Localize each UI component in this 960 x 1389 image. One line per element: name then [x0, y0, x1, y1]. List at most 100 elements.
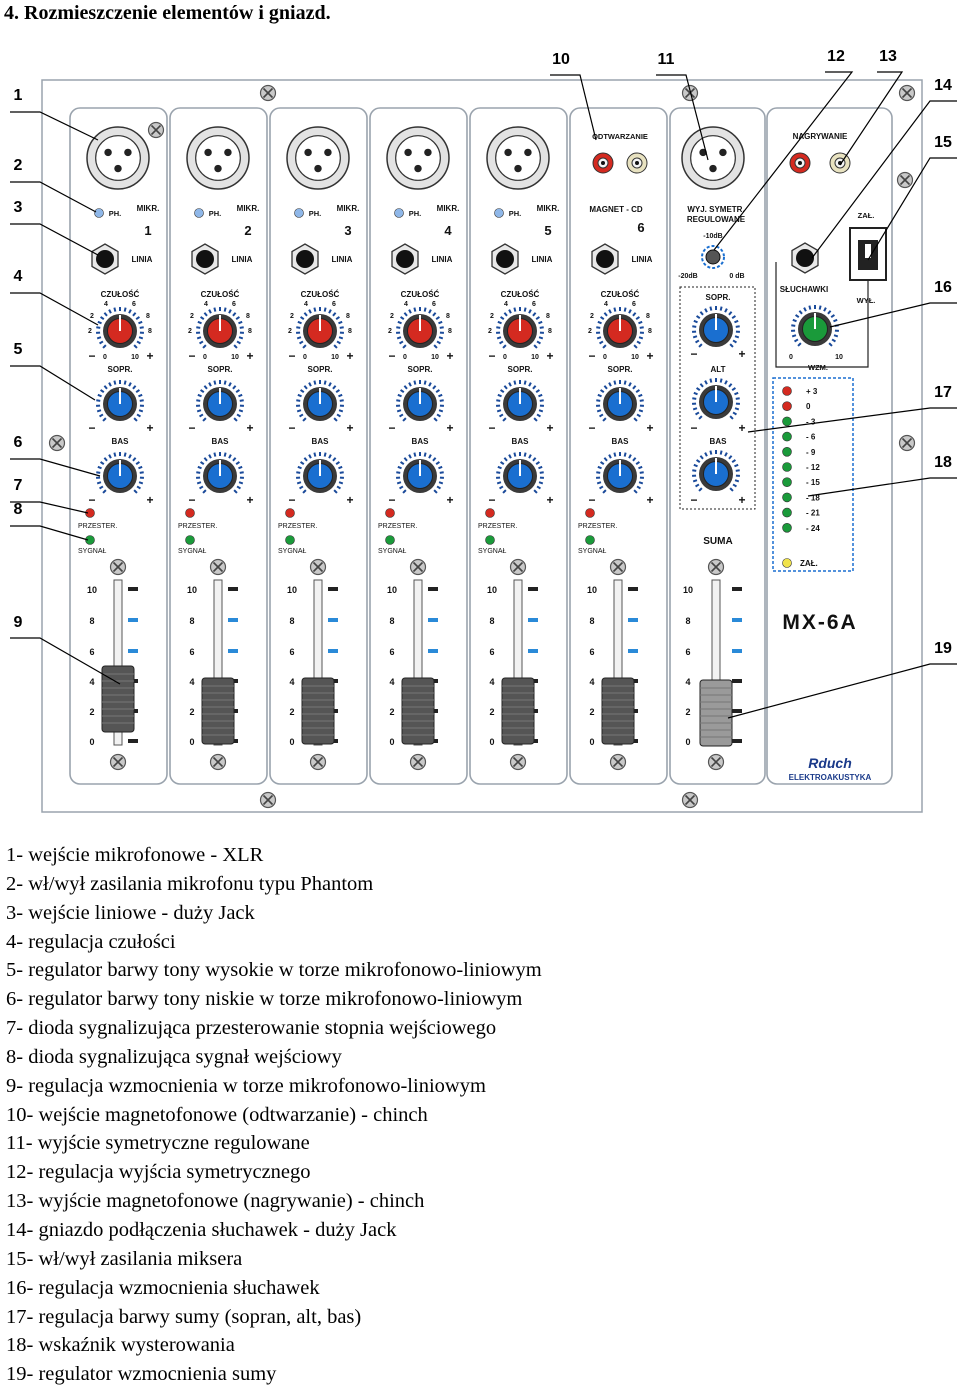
legend-item: 16- regulacja wzmocnienia słuchawek	[6, 1274, 542, 1303]
bass-label: BAS	[710, 437, 728, 446]
knob-tick	[398, 322, 402, 324]
treble-label: SOPR.	[706, 293, 731, 302]
legend-item: 8- dioda sygnalizująca sygnał wejściowy	[6, 1043, 542, 1072]
legend-item: 18- wskaźnik wysterowania	[6, 1331, 542, 1360]
legend-item: 7- dioda sygnalizująca przesterowanie st…	[6, 1014, 542, 1043]
scale-tick: 10	[531, 354, 539, 361]
signal-label: SYGNAŁ	[578, 548, 607, 555]
knob-tick	[96, 472, 100, 473]
knob-tick	[140, 327, 144, 328]
legend-item: 5- regulator barwy tony wysokie w torze …	[6, 956, 542, 985]
scale-tick: 8	[248, 328, 252, 335]
rca-pin	[798, 161, 802, 165]
minus-sign: −	[188, 421, 195, 435]
scale-tick: 6	[332, 301, 336, 308]
knob-tick	[639, 337, 643, 338]
db-label: -20dB	[678, 273, 697, 280]
knob-tick	[297, 482, 301, 483]
fader-scale-tick: 6	[389, 647, 394, 657]
knob-tick	[414, 308, 415, 312]
knob-tick	[140, 472, 144, 473]
phantom-label: PH.	[509, 209, 522, 218]
bass-label: BAS	[412, 437, 430, 446]
scale-tick: 8	[448, 328, 452, 335]
knob-tick	[833, 320, 837, 322]
minus-sign: −	[588, 349, 595, 363]
legend-item: 12- regulacja wyjścia symetrycznego	[6, 1158, 542, 1187]
plus-sign: +	[146, 349, 153, 363]
fader-scale-tick: 4	[289, 677, 294, 687]
knob-tick	[98, 395, 102, 397]
scale-tick: 2	[488, 328, 492, 335]
knob-tick	[540, 327, 544, 328]
knob-tick	[514, 381, 515, 385]
knob-tick	[710, 451, 711, 455]
mic-label: MIKR.	[537, 204, 560, 213]
screw-icon	[411, 755, 426, 770]
fader-scale-tick: 6	[289, 647, 294, 657]
plus-sign: +	[646, 493, 653, 507]
led-icon	[495, 209, 504, 218]
xlr-pin	[224, 149, 231, 156]
knob-tick	[338, 322, 342, 324]
plus-sign: +	[446, 493, 453, 507]
fader-scale-mark	[128, 649, 138, 653]
fader-scale-mark	[628, 649, 638, 653]
xlr-pin	[104, 149, 111, 156]
scale-tick: 8	[648, 328, 652, 335]
knob-tick	[96, 400, 100, 401]
led-icon	[783, 447, 792, 456]
screw-icon	[261, 86, 276, 101]
knob-tick	[396, 327, 400, 328]
scale-tick: 0	[303, 354, 307, 361]
led-icon	[783, 559, 792, 568]
trim-pot-icon	[706, 250, 720, 264]
screw-icon	[511, 560, 526, 575]
knob-tick	[97, 410, 101, 411]
knob-tick	[598, 322, 602, 324]
knob-tick	[396, 400, 400, 401]
fader-scale-mark	[732, 618, 742, 622]
knob-tick	[640, 472, 644, 473]
fader-scale-mark	[228, 649, 238, 653]
fader-scale-mark	[128, 739, 138, 743]
led-icon	[586, 509, 595, 518]
screw-icon	[111, 755, 126, 770]
knob-tick	[496, 327, 500, 328]
knob-tick	[721, 307, 722, 311]
meter-level-label: 0	[806, 402, 811, 411]
fader-scale-tick: 2	[89, 707, 94, 717]
scale-tick: 2	[90, 313, 94, 320]
fader-scale-mark	[628, 587, 638, 591]
mic-label: MIKR.	[337, 204, 360, 213]
treble-label: SOPR.	[408, 365, 433, 374]
fader-scale-tick: 0	[89, 737, 94, 747]
screw-icon	[898, 173, 913, 188]
xlr-pin	[204, 149, 211, 156]
knob-tick	[296, 472, 300, 473]
knob-tick	[314, 308, 315, 312]
knob-tick	[693, 480, 697, 481]
scale-tick: 0	[603, 354, 607, 361]
magnet-label: MAGNET - CD	[589, 205, 643, 214]
knob-tick	[198, 395, 202, 397]
db-label: -10dB	[703, 233, 722, 240]
jack-socket-icon	[392, 244, 418, 274]
scale-tick: 6	[532, 301, 536, 308]
scale-tick: 10	[231, 354, 239, 361]
xlr-pin	[114, 165, 121, 172]
xlr-socket-icon	[487, 127, 549, 189]
callout-number: 9	[14, 614, 23, 631]
minus-sign: −	[588, 493, 595, 507]
knob-tick	[214, 381, 215, 385]
legend-item: 13- wyjście magnetofonowe (nagrywanie) -…	[6, 1187, 542, 1216]
fader-scale-tick: 4	[189, 677, 194, 687]
plus-sign: +	[446, 421, 453, 435]
knob-tick	[438, 467, 442, 469]
channel-number: 4	[444, 223, 452, 238]
knob-tick	[597, 410, 601, 411]
legend-item: 2- wł/wył zasilania mikrofonu typu Phant…	[6, 870, 542, 899]
scale-tick: 2	[88, 328, 92, 335]
screw-icon	[211, 560, 226, 575]
knob-tick	[525, 381, 526, 385]
